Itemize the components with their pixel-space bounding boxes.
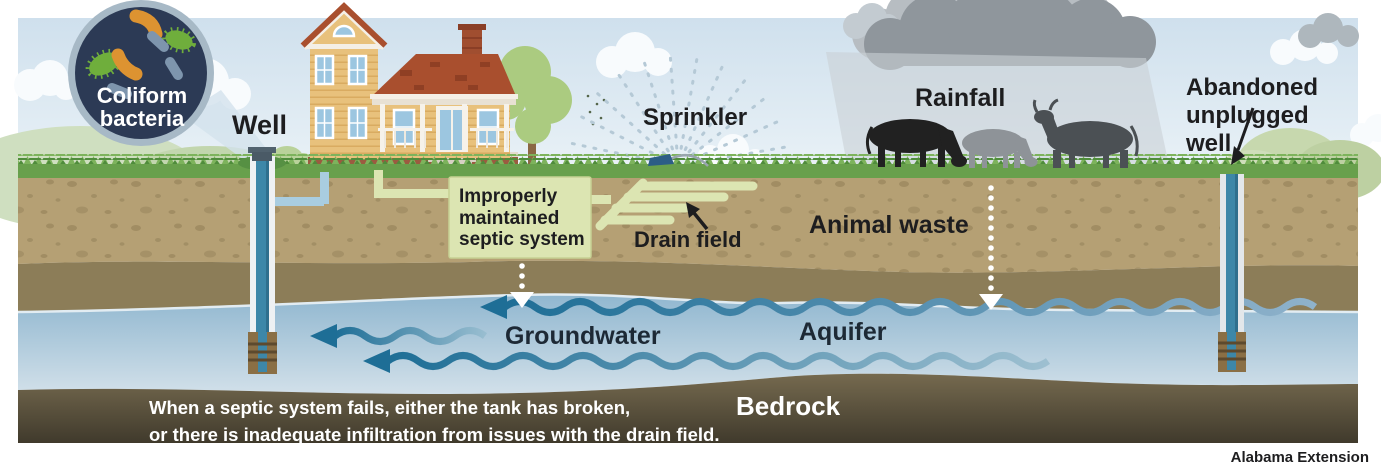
bedrock-label: Bedrock (736, 391, 841, 421)
cow-gray-icon (962, 129, 1038, 168)
bacteria-orange-icon (111, 9, 163, 81)
soil-speckles (18, 178, 1358, 273)
abandoned-well-label: Abandoned unplugged well (1186, 74, 1318, 157)
animal-waste-label: Animal waste (809, 211, 969, 239)
bacteria-rod-icon (107, 31, 183, 99)
cow-black-icon (865, 119, 967, 167)
caption-line-1: When a septic system fails, either the t… (149, 397, 631, 418)
coliform-magnifier-icon (68, 0, 214, 146)
drain-field-arrow (686, 202, 709, 231)
septic-tank-box (448, 176, 592, 259)
coliform-label: Coliform bacteria (96, 83, 188, 132)
groundwater-flow-arrows (332, 298, 1318, 370)
septic-seep-arrow (510, 263, 534, 308)
rain-cloud-icon (843, 0, 1359, 70)
septic-system-label: Improperly maintained septic system (459, 186, 585, 251)
animal-waste-seep-arrow (979, 185, 1003, 310)
septic-system-icon (374, 170, 611, 259)
well-label: Well (232, 110, 288, 140)
rainfall-label: Rainfall (915, 84, 1006, 112)
drain-field-label: Drain field (634, 227, 742, 252)
bacteria-green-icon (161, 26, 197, 54)
caption-text: When a septic system fails, either the t… (149, 395, 720, 449)
groundwater-label: Groundwater (505, 322, 661, 350)
aquifer-layer (18, 294, 1358, 394)
credit-text: Alabama Extension (1230, 449, 1369, 466)
drain-field-icon (595, 178, 758, 231)
subsoil-layer (18, 260, 1358, 312)
grass-layer (18, 154, 1358, 178)
bedrock-layer (18, 373, 1358, 443)
flow-arrowheads (310, 295, 507, 373)
abandoned-well-arrow (1231, 107, 1255, 165)
caption-line-2: or there is inadequate infiltration from… (149, 423, 720, 445)
abandoned-well-icon (1218, 174, 1246, 372)
aquifer-label: Aquifer (799, 318, 887, 346)
well-icon (238, 147, 329, 374)
sprinkler-label: Sprinkler (643, 104, 748, 131)
house-icon (300, 2, 518, 166)
sprinkler-icon (648, 154, 709, 167)
cow-standing-icon (1032, 98, 1139, 168)
